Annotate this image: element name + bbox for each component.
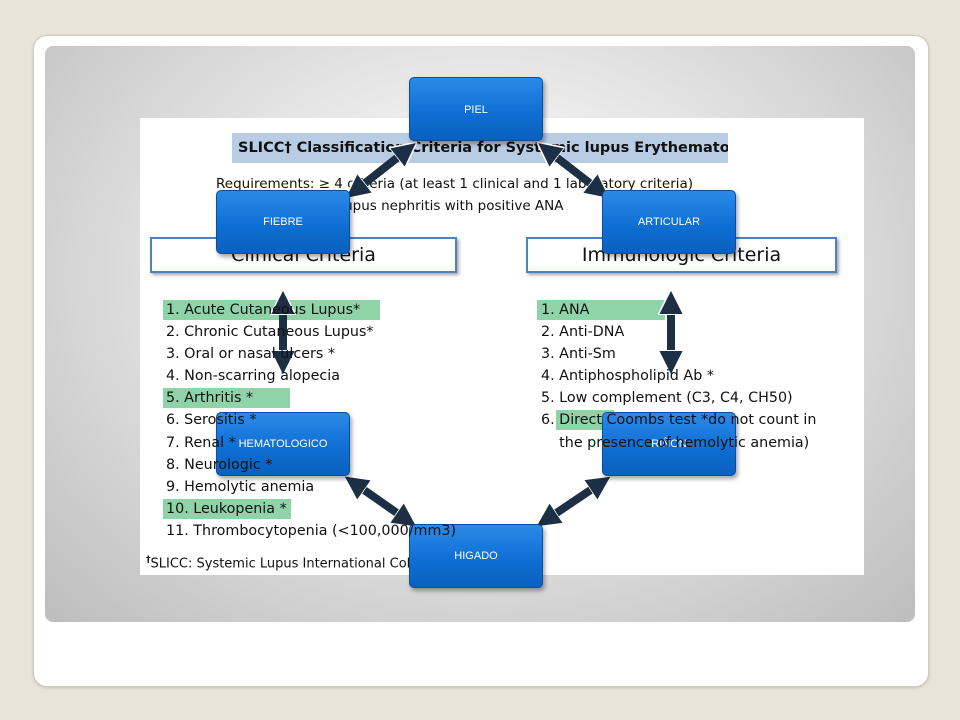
node-higado: HIGADO <box>409 524 543 588</box>
list-item: 7. Renal * <box>166 434 236 451</box>
list-item: 3. Oral or nasal ulcers * <box>166 346 336 363</box>
node-hematologico: HEMATOLOGICO <box>216 412 350 476</box>
embedded-criteria-image: SLICC† Classification Criteria for Syste… <box>140 118 864 575</box>
highlight <box>556 410 614 431</box>
list-item: 1. Acute Cutaneous Lupus* <box>163 299 456 321</box>
list-item: the presence of hemolytic anemia) <box>541 434 810 451</box>
node-rinon: RIÑON <box>602 412 736 476</box>
list-item: 2. Anti-DNA <box>541 324 625 341</box>
list-item: 9. Hemolytic anemia <box>166 478 315 495</box>
list-item: 2. Chronic Cutaneous Lupus* <box>166 324 374 341</box>
immunologic-criteria-list: 1. ANA 2. Anti-DNA 3. Anti-Sm 4. Antipho… <box>537 299 817 454</box>
list-item: 5. Arthritis * <box>163 387 456 409</box>
footnote-mark: † <box>146 555 151 565</box>
list-item: 5. Low complement (C3, C4, CH50) <box>541 390 793 407</box>
list-item: 6. Direct Coombs test *do not count in <box>541 410 817 431</box>
list-item: 6. Serositis * <box>166 412 257 429</box>
list-item: 10. Leukopenia * <box>163 498 456 520</box>
highlight <box>163 388 290 409</box>
node-piel: PIEL <box>409 77 543 141</box>
highlight <box>163 498 291 519</box>
node-fiebre: FIEBRE <box>216 190 350 254</box>
clinical-criteria-list: 1. Acute Cutaneous Lupus* 2. Chronic Cut… <box>163 299 457 542</box>
list-item: 8. Neurologic * <box>166 456 273 473</box>
node-articular: ARTICULAR <box>602 190 736 254</box>
list-item: 3. Anti-Sm <box>541 346 616 363</box>
list-item: 11. Thrombocytopenia (<100,000/mm3) <box>166 522 457 539</box>
list-item: 1. ANA <box>537 299 816 321</box>
list-item: 4. Non-scarring alopecia <box>166 368 341 385</box>
highlight <box>537 300 665 320</box>
list-item: 4. Antiphospholipid Ab * <box>541 368 714 385</box>
